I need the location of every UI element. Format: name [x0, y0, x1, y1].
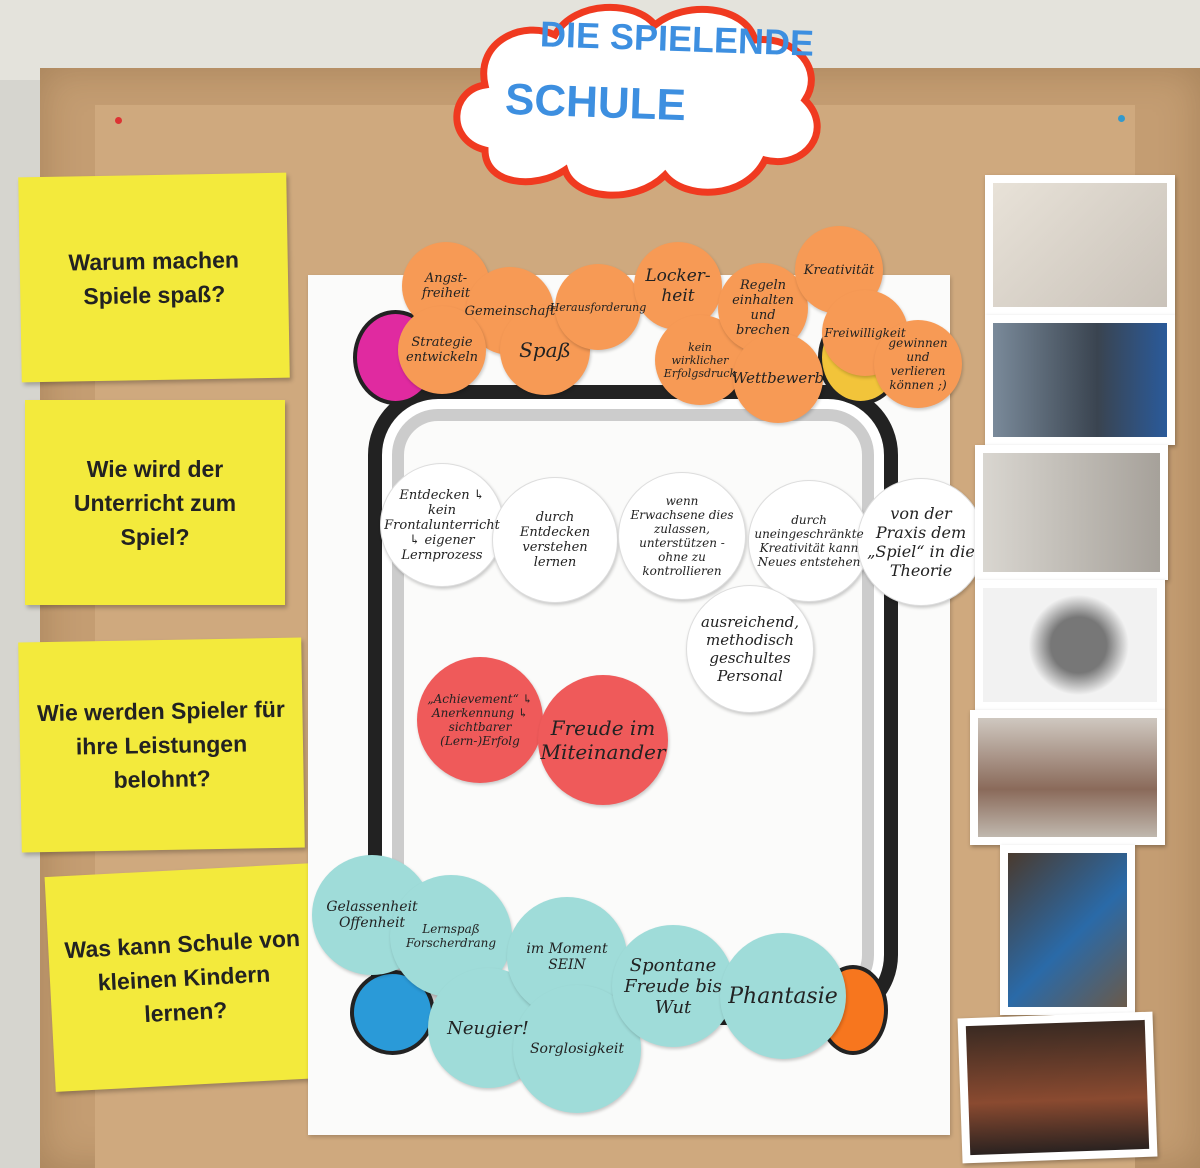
note-text: Strategie entwickeln [406, 335, 478, 365]
note-text: gewinnen und verlieren können ;) [888, 336, 948, 392]
note-orange: gewinnen und verlieren können ;) [874, 320, 962, 408]
note-text: Locker-heit [645, 266, 711, 306]
note-text: Phantasie [728, 983, 838, 1009]
note-orange: Wettbewerb [731, 333, 825, 423]
note-blue: Spontane Freude bis Wut [612, 925, 734, 1047]
note-text: Freude im Miteinander [540, 716, 666, 764]
photo-twister-game [985, 175, 1175, 315]
question-text: Warum machen Spiele spaß? [68, 246, 240, 309]
note-text: Neugier! [447, 1017, 529, 1039]
question-text: Was kann Schule von kleinen Kindern lern… [63, 924, 301, 1027]
question-card: Was kann Schule von kleinen Kindern lern… [44, 863, 324, 1092]
note-blue: Phantasie [720, 933, 846, 1059]
note-white: von der Praxis dem „Spiel“ in die Theori… [857, 478, 985, 606]
question-card: Warum machen Spiele spaß? [18, 172, 290, 383]
note-text: Angst-freiheit [421, 271, 471, 301]
photo-child-screen [985, 315, 1175, 445]
photo-classroom-activity [975, 445, 1168, 580]
note-orange: Strategie entwickeln [398, 306, 486, 394]
question-card: Wie wird der Unterricht zum Spiel? [25, 400, 285, 605]
note-text: „Achievement“ ↳ Anerkennung ↳ sichtbarer… [427, 692, 533, 748]
title-cloud [453, 3, 821, 199]
note-orange: Herausforderung [550, 264, 646, 350]
note-text: Kreativität [803, 262, 875, 278]
note-text: Lernspaß Forscherdrang [405, 922, 497, 950]
note-text: Wettbewerb [731, 369, 825, 387]
note-text: durch Entdecken verstehen lernen [519, 510, 591, 570]
question-card: Wie werden Spieler für ihre Leistungen b… [18, 637, 305, 853]
note-text: Freiwilligkeit [824, 326, 906, 340]
note-text: ausreichend, methodisch geschultes Perso… [700, 613, 800, 685]
note-text: Gemeinschaft [464, 303, 556, 319]
note-text: Herausforderung [549, 300, 647, 314]
note-text: Entdecken ↳ kein Frontalunterricht ↳ eig… [384, 487, 500, 563]
note-white: durch Entdecken verstehen lernen [492, 477, 618, 603]
photo-robot-arm [975, 580, 1165, 710]
note-text: Spontane Freude bis Wut [624, 954, 722, 1018]
note-red: „Achievement“ ↳ Anerkennung ↳ sichtbarer… [417, 657, 543, 783]
note-text: kein wirklicher Erfolgsdruck [663, 340, 737, 380]
note-text: Regeln einhalten und brechen [732, 278, 794, 338]
pin [115, 117, 122, 124]
note-text: von der Praxis dem „Spiel“ in die Theori… [867, 504, 975, 580]
note-text: Sorglosigkeit [529, 1041, 625, 1057]
title-line-2: SCHULE [504, 74, 687, 131]
note-white: durch uneingeschränkte Kreativität kann … [748, 480, 870, 602]
question-text: Wie wird der Unterricht zum Spiel? [73, 455, 237, 550]
question-text: Wie werden Spieler für ihre Leistungen b… [36, 695, 285, 793]
note-text: Spaß [519, 338, 571, 362]
photo-teacher-room [970, 710, 1165, 845]
note-white: ausreichend, methodisch geschultes Perso… [686, 585, 814, 713]
note-white: wenn Erwachsene dies zulassen, unterstüt… [618, 472, 746, 600]
photo-children-museum [1000, 845, 1135, 1015]
note-white: Entdecken ↳ kein Frontalunterricht ↳ eig… [380, 463, 504, 587]
note-text: im Moment SEIN [526, 941, 608, 973]
note-text: Gelassenheit Offenheit [326, 899, 418, 931]
note-text: durch uneingeschränkte Kreativität kann … [754, 513, 864, 569]
note-text: wenn Erwachsene dies zulassen, unterstüt… [630, 494, 734, 578]
pin [1118, 115, 1125, 122]
photo-light-floor [957, 1011, 1158, 1164]
note-red: Freude im Miteinander [538, 675, 668, 805]
